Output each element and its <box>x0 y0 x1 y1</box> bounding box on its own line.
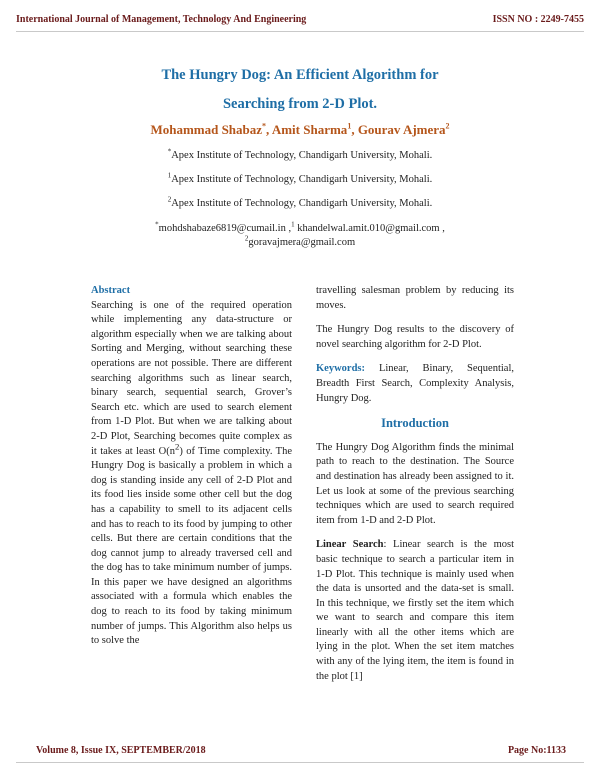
email-address[interactable]: goravajmera@gmail.com <box>248 237 356 248</box>
abstract-paragraph-2: The Hungry Dog results to the discovery … <box>316 324 514 350</box>
affiliation-mark: * <box>167 147 172 156</box>
author-mark: 2 <box>445 121 450 131</box>
linear-search-text: : Linear search is the most basic techni… <box>316 539 514 682</box>
email-address[interactable]: mohdshabaze6819@cumail.in , <box>158 223 292 234</box>
affiliation: *Apex Institute of Technology, Chandigar… <box>0 147 600 161</box>
author-separator: , <box>351 122 358 137</box>
linear-search-label: Linear Search <box>316 539 384 551</box>
running-footer: Volume 8, Issue IX, SEPTEMBER/2018 Page … <box>16 745 584 759</box>
author-name: Amit Sharma <box>271 122 348 137</box>
author-mark: * <box>262 121 267 131</box>
author-name: Mohammad Shabaz <box>150 122 263 137</box>
author-separator: , <box>266 122 272 137</box>
left-column: Abstract Searching is one of the require… <box>91 284 292 649</box>
page-number: Page No:1133 <box>507 745 566 756</box>
introduction-paragraph: The Hungry Dog Algorithm finds the minim… <box>316 441 514 526</box>
keywords-text: Linear, Binary, Sequential, Breadth Firs… <box>316 363 514 404</box>
paper-title-line-2: Searching from 2-D Plot. <box>222 96 378 112</box>
abstract-paragraph: Searching is one of the required operati… <box>91 299 292 649</box>
right-column: travelling salesman problem by reducing … <box>316 284 514 684</box>
footer-divider <box>16 762 584 763</box>
email-mark: 2 <box>244 234 249 243</box>
issn-number: ISSN NO : 2249-7455 <box>492 14 584 25</box>
author-mark: 1 <box>347 121 352 131</box>
affiliation-text: Apex Institute of Technology, Chandigarh… <box>171 150 433 161</box>
affiliation: 2Apex Institute of Technology, Chandigar… <box>0 195 600 209</box>
linear-search-paragraph: Linear Search: Linear search is the most… <box>316 538 514 684</box>
abstract-superscript: 2 <box>175 441 180 452</box>
keywords-label: Keywords: <box>316 363 365 375</box>
affiliation: 1Apex Institute of Technology, Chandigar… <box>0 171 600 185</box>
affiliation-text: Apex Institute of Technology, Chandigarh… <box>171 198 433 209</box>
journal-name: International Journal of Management, Tec… <box>16 14 307 25</box>
email-mark: 1 <box>291 220 295 229</box>
abstract-continuation: travelling salesman problem by reducing … <box>316 285 514 311</box>
abstract-text: Searching is one of the required operati… <box>91 299 292 457</box>
author-emails: *mohdshabaze6819@cumail.in ,1 khandelwal… <box>0 220 600 250</box>
volume-info: Volume 8, Issue IX, SEPTEMBER/2018 <box>36 745 206 756</box>
email-mark: * <box>155 220 159 229</box>
affiliation-mark: 1 <box>167 171 172 180</box>
keywords: Keywords: Linear, Binary, Sequential, Br… <box>316 362 514 406</box>
abstract-heading: Abstract <box>91 285 131 296</box>
introduction-heading: Introduction <box>381 416 449 431</box>
running-header: International Journal of Management, Tec… <box>16 14 584 28</box>
abstract-text: ) of Time complexity. The Hungry Dog is … <box>91 445 292 647</box>
author-name: Gourav Ajmera <box>357 122 446 137</box>
affiliation-mark: 2 <box>167 195 172 204</box>
author-list: Mohammad Shabaz*, Amit Sharma1, Gourav A… <box>0 122 600 138</box>
header-divider <box>16 31 584 32</box>
email-address[interactable]: khandelwal.amit.010@gmail.com , <box>294 223 445 234</box>
paper-title-line-1: The Hungry Dog: An Efficient Algorithm f… <box>161 67 439 83</box>
affiliation-text: Apex Institute of Technology, Chandigarh… <box>171 174 433 185</box>
